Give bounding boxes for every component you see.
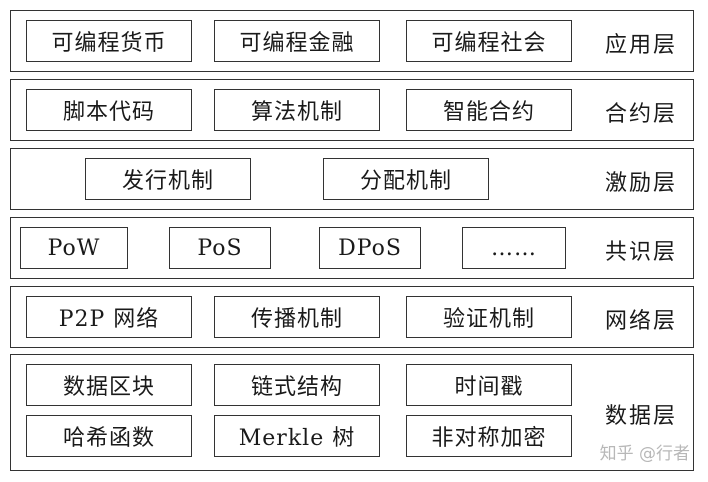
layer-incentive: 发行机制 分配机制 激励层	[10, 148, 694, 210]
layer-network: P2P 网络 传播机制 验证机制 网络层	[10, 286, 694, 348]
consensus-item-pow: PoW	[20, 227, 128, 269]
layer-label-incentive: 激励层	[604, 171, 677, 196]
network-item-p2p-network: P2P 网络	[26, 296, 192, 338]
data-item-data-block: 数据区块	[26, 364, 192, 406]
data-item-timestamp: 时间戳	[406, 364, 572, 406]
consensus-item-pos: PoS	[169, 227, 271, 269]
incentive-item-issuance-mechanism: 发行机制	[85, 158, 251, 200]
layer-data: 数据区块 链式结构 时间戳 哈希函数 Merkle 树 非对称加密 数据层	[10, 354, 694, 471]
consensus-item-ellipsis: ……	[462, 227, 566, 269]
layer-application: 可编程货币 可编程金融 可编程社会 应用层	[10, 10, 694, 72]
layer-label-consensus: 共识层	[604, 240, 677, 265]
layer-contract: 脚本代码 算法机制 智能合约 合约层	[10, 79, 694, 141]
application-item-programmable-currency: 可编程货币	[26, 20, 192, 62]
network-item-propagation-mechanism: 传播机制	[214, 296, 380, 338]
data-item-merkle-tree: Merkle 树	[214, 415, 380, 457]
layer-label-network: 网络层	[604, 309, 677, 334]
data-item-hash-function: 哈希函数	[26, 415, 192, 457]
application-item-programmable-society: 可编程社会	[406, 20, 572, 62]
layer-label-contract: 合约层	[604, 102, 677, 127]
layer-label-application: 应用层	[604, 33, 677, 58]
contract-item-smart-contract: 智能合约	[406, 89, 572, 131]
layer-label-data: 数据层	[604, 404, 677, 429]
application-item-programmable-finance: 可编程金融	[214, 20, 380, 62]
watermark: 知乎 @行者	[599, 444, 690, 464]
data-item-asymmetric-encryption: 非对称加密	[406, 415, 572, 457]
consensus-item-dpos: DPoS	[319, 227, 421, 269]
network-item-verification-mechanism: 验证机制	[406, 296, 572, 338]
incentive-item-distribution-mechanism: 分配机制	[323, 158, 489, 200]
layer-consensus: PoW PoS DPoS …… 共识层	[10, 217, 694, 279]
data-item-chain-structure: 链式结构	[214, 364, 380, 406]
contract-item-script-code: 脚本代码	[26, 89, 192, 131]
contract-item-algorithm-mechanism: 算法机制	[214, 89, 380, 131]
